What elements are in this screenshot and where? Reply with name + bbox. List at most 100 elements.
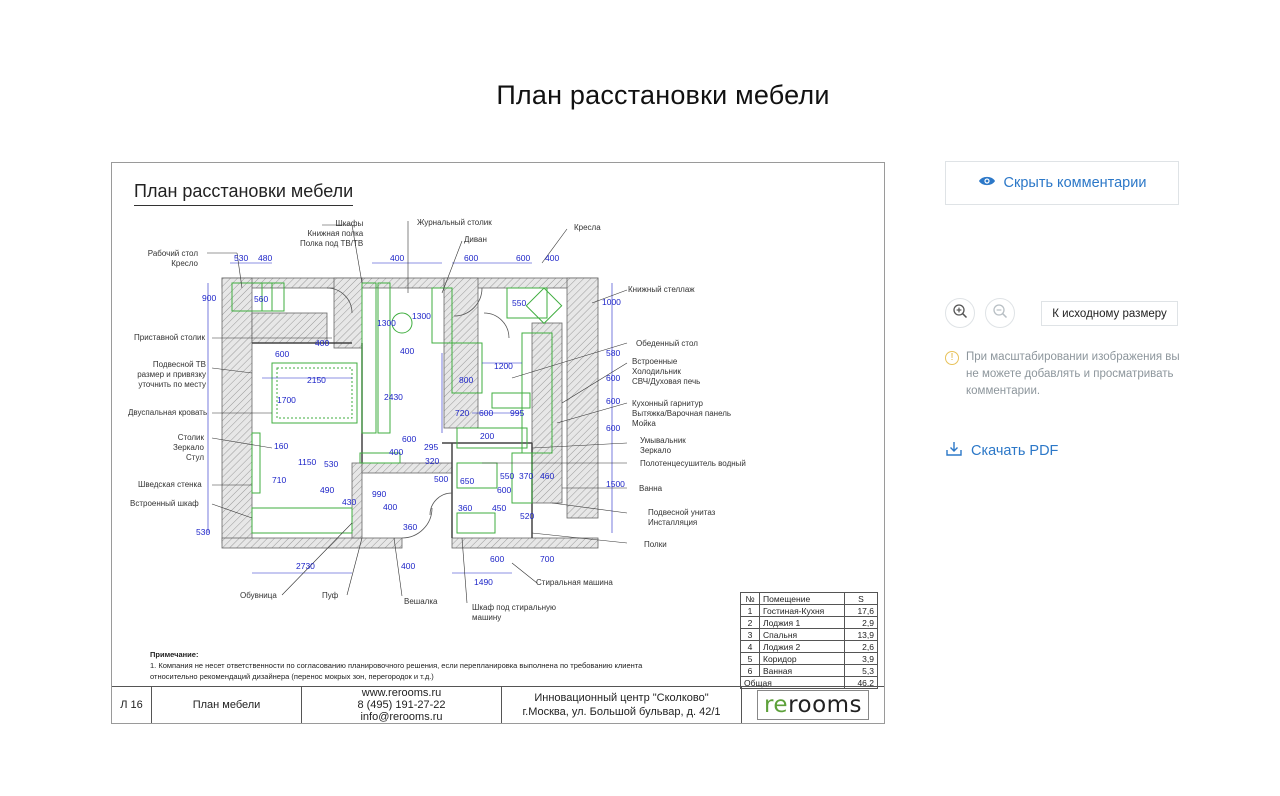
label-veshalka: Вешалка: [404, 597, 438, 606]
dimension-lines: [207, 262, 613, 574]
dim-value: 295: [424, 442, 439, 452]
download-pdf-link[interactable]: Скачать PDF: [945, 440, 1058, 462]
dim-value: 200: [480, 431, 495, 441]
hide-comments-button[interactable]: Скрыть комментарии: [945, 161, 1179, 205]
walls: [221, 277, 599, 549]
original-size-button[interactable]: К исходному размеру: [1041, 301, 1178, 326]
dim-value: 530: [324, 459, 339, 469]
sheet-note: Примечание: 1. Компания не несет ответст…: [150, 650, 643, 681]
dim-value: 400: [390, 253, 405, 263]
zoom-warning: ! При масштабировании изображения вы не …: [945, 349, 1185, 400]
label-puf: Пуф: [322, 591, 339, 600]
dim-value: 520: [520, 511, 535, 521]
label-knizhny-stellazh: Книжный стеллаж: [628, 285, 695, 294]
dim-value: 370: [519, 471, 534, 481]
label-garnitur: Кухонный гарнитур Вытяжка/Варочная панел…: [632, 399, 732, 428]
label-polki: Полки: [644, 540, 667, 549]
table-row: 5 Коридор 3,9: [740, 652, 878, 665]
dim-value: 1000: [602, 297, 621, 307]
dim-value: 450: [492, 503, 507, 513]
label-divan: Диван: [464, 235, 487, 244]
dim-value: 560: [254, 294, 269, 304]
dim-value: 320: [425, 456, 440, 466]
label-obedenny: Обеденный стол: [636, 339, 698, 348]
label-shvedskaya: Шведская стенка: [138, 480, 202, 489]
area-table: № Помещение S 1 Гостиная-Кухня 17,6 2 Ло…: [740, 592, 878, 689]
dim-value: 550: [512, 298, 527, 308]
leader-lines: [207, 221, 628, 604]
dim-value: 550: [500, 471, 515, 481]
rerooms-logo: rerooms: [742, 687, 884, 723]
dim-value: 900: [202, 293, 217, 303]
dim-value: 400: [383, 502, 398, 512]
zoom-warning-text: При масштабировании изображения вы не мо…: [966, 351, 1180, 397]
label-shkaf-stiral: Шкаф под стиральную машину: [472, 603, 557, 622]
dim-value: 160: [274, 441, 289, 451]
floor-plan-sheet: План расстановки мебели Шкафы Книжная по…: [111, 162, 885, 724]
zoom-in-icon: [952, 303, 968, 324]
address-info: Инновационный центр "Сколково" г.Москва,…: [502, 687, 742, 723]
dim-value: 400: [545, 253, 560, 263]
dim-value: 400: [401, 561, 416, 571]
dim-value: 600: [606, 423, 621, 433]
zoom-in-button[interactable]: [945, 298, 975, 328]
dim-value: 600: [497, 485, 512, 495]
dim-value: 600: [275, 349, 290, 359]
dim-value: 480: [258, 253, 273, 263]
hide-comments-label: Скрыть комментарии: [1003, 175, 1147, 191]
label-kresla: Кресла: [574, 223, 601, 232]
dim-value: 530: [196, 527, 211, 537]
dim-value: 580: [606, 348, 621, 358]
furniture: [231, 282, 563, 534]
dim-value: 700: [540, 554, 555, 564]
info-icon: !: [945, 351, 959, 365]
dim-value: 2430: [384, 392, 403, 402]
label-stolik: Столик Зеркало Стул: [172, 433, 204, 462]
dim-value: 500: [434, 474, 449, 484]
table-row: 6 Ванная 5,3: [740, 664, 878, 677]
zoom-out-button[interactable]: [985, 298, 1015, 328]
dim-value: 400: [389, 447, 404, 457]
dim-value: 600: [516, 253, 531, 263]
label-dvuspalnaya: Двуспальная кровать: [128, 408, 208, 417]
dim-value: 530: [234, 253, 249, 263]
door-swings: [326, 287, 510, 539]
title-block: Л 16 План мебели www.rerooms.ru 8 (495) …: [112, 686, 884, 723]
sheet-title: План расстановки мебели: [134, 181, 354, 206]
dim-value: 990: [372, 489, 387, 499]
dim-value: 1300: [377, 318, 396, 328]
dim-value: 2150: [307, 375, 326, 385]
download-pdf-label: Скачать PDF: [971, 443, 1059, 459]
dim-value: 400: [315, 338, 330, 348]
label-unitaz: Подвесной унитаз Инсталляция: [648, 508, 716, 527]
label-vstroennye: Встроенные Холодильник СВЧ/Духовая печь: [632, 357, 701, 386]
dim-value: 995: [510, 408, 525, 418]
label-obuvnica: Обувница: [240, 591, 277, 600]
label-podvesnoy-tv: Подвесной ТВ размер и привязку уточнить …: [137, 360, 206, 389]
label-shkafy: Шкафы Книжная полка Полка под ТВ/ТВ: [300, 219, 364, 248]
label-vanna: Ванна: [639, 484, 663, 493]
table-row: 3 Спальня 13,9: [740, 628, 878, 641]
dim-value: 360: [458, 503, 473, 513]
label-pristavnoy: Приставной столик: [134, 333, 205, 342]
label-vstroenny-shkaf: Встроенный шкаф: [130, 499, 199, 508]
dim-value: 360: [403, 522, 418, 532]
table-row: 1 Гостиная-Кухня 17,6: [740, 604, 878, 617]
dim-value: 460: [540, 471, 555, 481]
download-icon: [945, 440, 963, 462]
dim-value: 1500: [606, 479, 625, 489]
label-zhurnalny: Журнальный столик: [417, 218, 492, 227]
label-stiralnaya: Стиральная машина: [536, 578, 613, 587]
dim-value: 430: [342, 497, 357, 507]
sheet-name: План мебели: [152, 687, 302, 723]
table-row: 2 Лоджия 1 2,9: [740, 616, 878, 629]
dim-value: 1200: [494, 361, 513, 371]
label-polotence: Полотенцесушитель водный: [640, 459, 746, 468]
label-umyvalnik: Умывальник Зеркало: [640, 436, 686, 455]
dim-value: 1490: [474, 577, 493, 587]
floor-plan-drawing: [207, 221, 628, 604]
table-row: 4 Лоджия 2 2,6: [740, 640, 878, 653]
eye-icon: [978, 175, 996, 191]
dim-value: 600: [464, 253, 479, 263]
dim-value: 600: [402, 434, 417, 444]
